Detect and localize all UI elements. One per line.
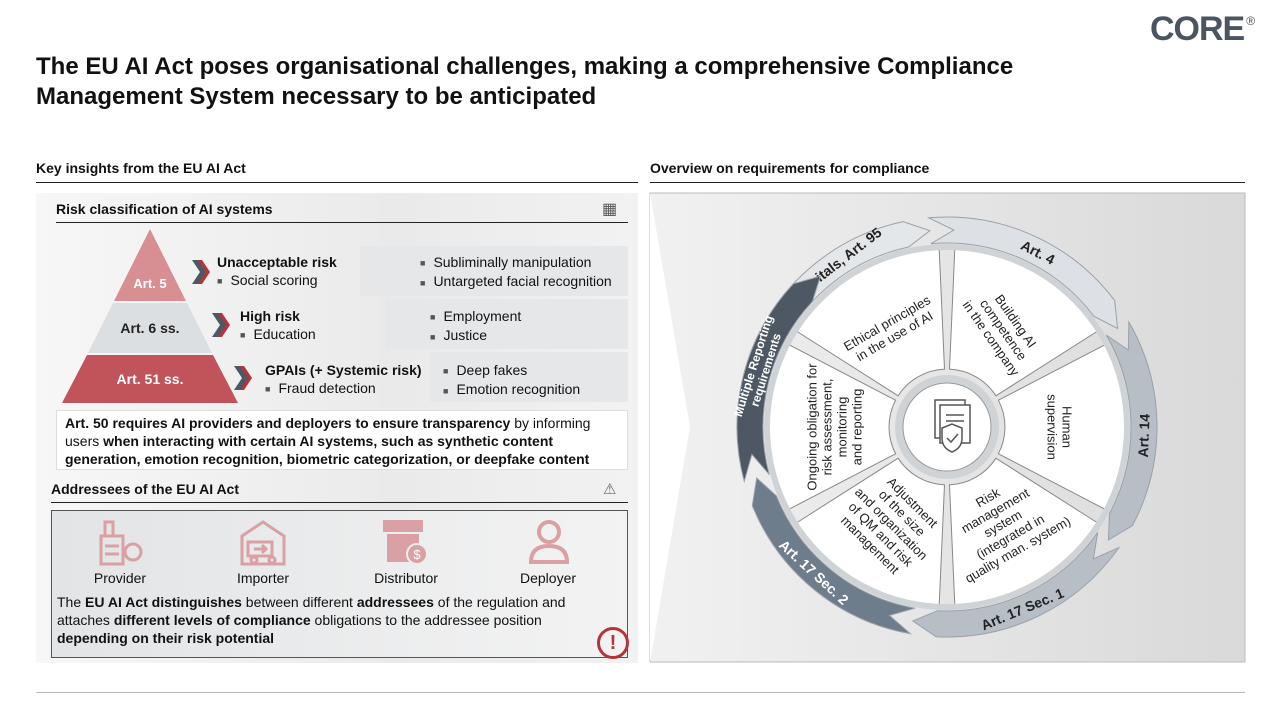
tier-high-examples: ■Employment■Justice xyxy=(430,308,522,344)
core-logo: CORE® xyxy=(1150,10,1255,48)
segment-label-2: Humansupervision xyxy=(1045,394,1075,460)
document-shield-check-icon xyxy=(934,399,971,453)
ring-arrow-2 xyxy=(1105,320,1158,541)
addressees-box xyxy=(51,510,628,658)
ring-label-2: Art. 14 xyxy=(1135,413,1153,457)
addressees-text: The EU AI Act distinguishes between diff… xyxy=(57,594,566,646)
right-heading: Overview on requirements for compliance xyxy=(650,160,1245,183)
pyramid-tier-top xyxy=(114,229,186,301)
chevron-right-icon xyxy=(212,313,230,337)
segment-label-5: Ongoing obligation forrisk assessment,mo… xyxy=(805,363,865,491)
factory-gear-icon xyxy=(99,520,143,566)
addressee-deployer: Deployer xyxy=(519,570,577,586)
shop-dollar-icon: $ xyxy=(383,520,428,565)
addressee-distributor: Distributor xyxy=(374,570,438,586)
ring-arrow-1 xyxy=(926,216,1119,330)
warning-download-icon: ⚠ xyxy=(603,481,617,498)
left-heading: Key insights from the EU AI Act xyxy=(36,160,638,183)
tier-high: High risk■Education xyxy=(240,308,316,342)
pyramid-tier-bottom xyxy=(62,355,238,403)
risk-pyramid xyxy=(62,229,238,403)
footer-divider xyxy=(36,692,1245,693)
pyramid-label-art6: Art. 6 ss. xyxy=(120,320,180,336)
panel-chevron-edge xyxy=(650,193,690,662)
pyramid-label-art5: Art. 5 xyxy=(133,276,167,291)
tier-unacceptable-examples: ■Subliminally manipulation■Untargeted fa… xyxy=(420,254,612,290)
chevron-right-icon xyxy=(234,366,252,390)
warehouse-truck-icon xyxy=(240,520,286,566)
art50-note: Art. 50 requires AI providers and deploy… xyxy=(56,410,628,470)
tier-unacceptable: Unacceptable risk■Social scoring xyxy=(217,254,337,288)
chevron-right-icon xyxy=(192,260,210,284)
pyramid-label-art51: Art. 51 ss. xyxy=(116,371,184,387)
addressee-importer: Importer xyxy=(236,570,290,586)
addressees-heading: Addressees of the EU AI Act xyxy=(51,481,628,503)
pyramid-tier-mid xyxy=(88,303,212,353)
page-title: The EU AI Act poses organisational chall… xyxy=(36,53,1014,110)
tier-gpai-examples: ■Deep fakes■Emotion recognition xyxy=(443,362,581,398)
svg-text:$: $ xyxy=(413,547,421,562)
ring-arrow-5 xyxy=(736,275,822,484)
person-icon xyxy=(528,520,570,564)
ai-chip-icon: ▦ xyxy=(602,201,618,218)
exclamation-icon: ! xyxy=(597,627,629,659)
ring-arrow-4 xyxy=(751,477,916,635)
ring-arrow-3 xyxy=(911,532,1121,638)
risk-heading: Risk classification of AI systems xyxy=(56,201,628,223)
tier-gpai: GPAIs (+ Systemic risk)■Fraud detection xyxy=(265,362,422,396)
addressee-provider: Provider xyxy=(93,570,147,586)
